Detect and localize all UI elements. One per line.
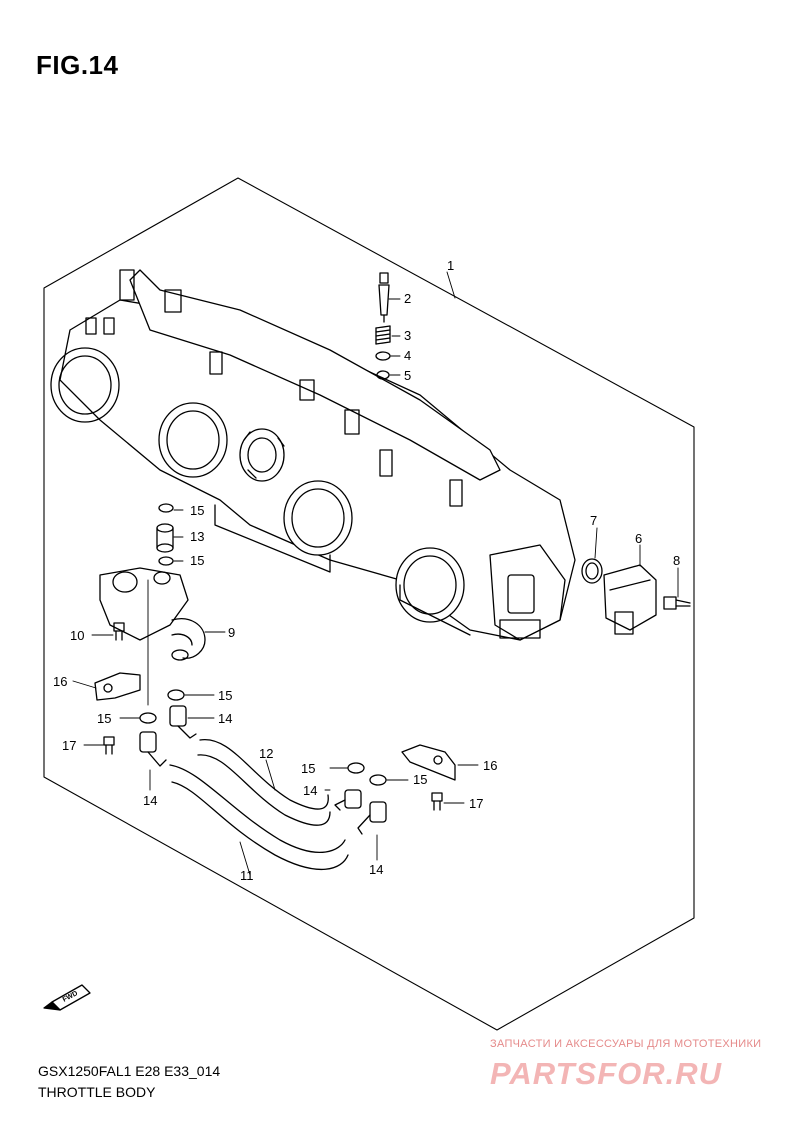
callout-15: 15 — [301, 761, 315, 776]
callout-15: 15 — [218, 688, 232, 703]
o-ring-15 — [347, 762, 365, 774]
callout-16: 16 — [53, 674, 67, 689]
callout-2: 2 — [404, 291, 411, 306]
watermark-tagline: ЗАПЧАСТИ И АКСЕССУАРЫ ДЛЯ МОТОТЕХНИКИ — [490, 1038, 762, 1050]
callout-17: 17 — [469, 796, 483, 811]
callout-9: 9 — [228, 625, 235, 640]
o-ring-15 — [167, 689, 185, 701]
part-16-bracket — [94, 672, 141, 701]
callout-14: 14 — [218, 711, 232, 726]
part-4-washer — [375, 351, 391, 361]
forward-arrow-icon — [43, 984, 91, 1011]
model-code: GSX1250FAL1 E28 E33_014 — [38, 1063, 221, 1079]
callout-13: 13 — [190, 529, 204, 544]
part-9-idle-valve — [99, 567, 206, 661]
figure-title: FIG.14 — [36, 50, 119, 80]
callout-10: 10 — [70, 628, 84, 643]
part-17-bolt — [103, 736, 115, 755]
callout-12: 12 — [259, 746, 273, 761]
callout-5: 5 — [404, 368, 411, 383]
leader-lines — [72, 271, 679, 876]
part-13-connector — [156, 523, 174, 553]
part-2-adjust-screw — [378, 272, 390, 323]
part-12-hose — [199, 739, 329, 810]
callout-17: 17 — [62, 738, 76, 753]
o-ring-15 — [158, 503, 174, 513]
callout-4: 4 — [404, 348, 411, 363]
watermark-logo: PARTSFOR.RU — [490, 1056, 723, 1091]
callout-8: 8 — [673, 553, 680, 568]
part-16-bracket — [401, 744, 456, 781]
part-14-elbow-fitting — [357, 801, 387, 835]
part-3-spring — [375, 325, 391, 345]
part-11-hose — [169, 764, 346, 853]
o-ring-15 — [158, 556, 174, 566]
callout-16: 16 — [483, 758, 497, 773]
callout-11: 11 — [240, 868, 254, 883]
section-title: THROTTLE BODY — [38, 1084, 156, 1100]
part-10-bolt — [113, 622, 125, 641]
callout-1: 1 — [447, 258, 454, 273]
part-14-elbow-fitting — [334, 789, 362, 811]
callout-15: 15 — [190, 553, 204, 568]
assembly-frame — [43, 177, 695, 1031]
callout-14: 14 — [143, 793, 157, 808]
part-7-o-ring — [581, 558, 603, 584]
part-17-bolt — [431, 792, 443, 811]
o-ring-15 — [139, 712, 157, 724]
part-8-screw — [663, 596, 691, 610]
part-6-sensor — [603, 564, 657, 635]
callout-3: 3 — [404, 328, 411, 343]
part-5-o-ring — [376, 370, 390, 380]
part-14-elbow-fitting — [169, 705, 197, 739]
callout-15: 15 — [413, 772, 427, 787]
part-14-elbow-fitting — [139, 731, 167, 767]
callout-7: 7 — [590, 513, 597, 528]
callout-15: 15 — [190, 503, 204, 518]
callout-14: 14 — [369, 862, 383, 877]
callout-15: 15 — [97, 711, 111, 726]
callout-14: 14 — [303, 783, 317, 798]
o-ring-15 — [369, 774, 387, 786]
callout-6: 6 — [635, 531, 642, 546]
throttle-body-assembly — [50, 269, 576, 641]
